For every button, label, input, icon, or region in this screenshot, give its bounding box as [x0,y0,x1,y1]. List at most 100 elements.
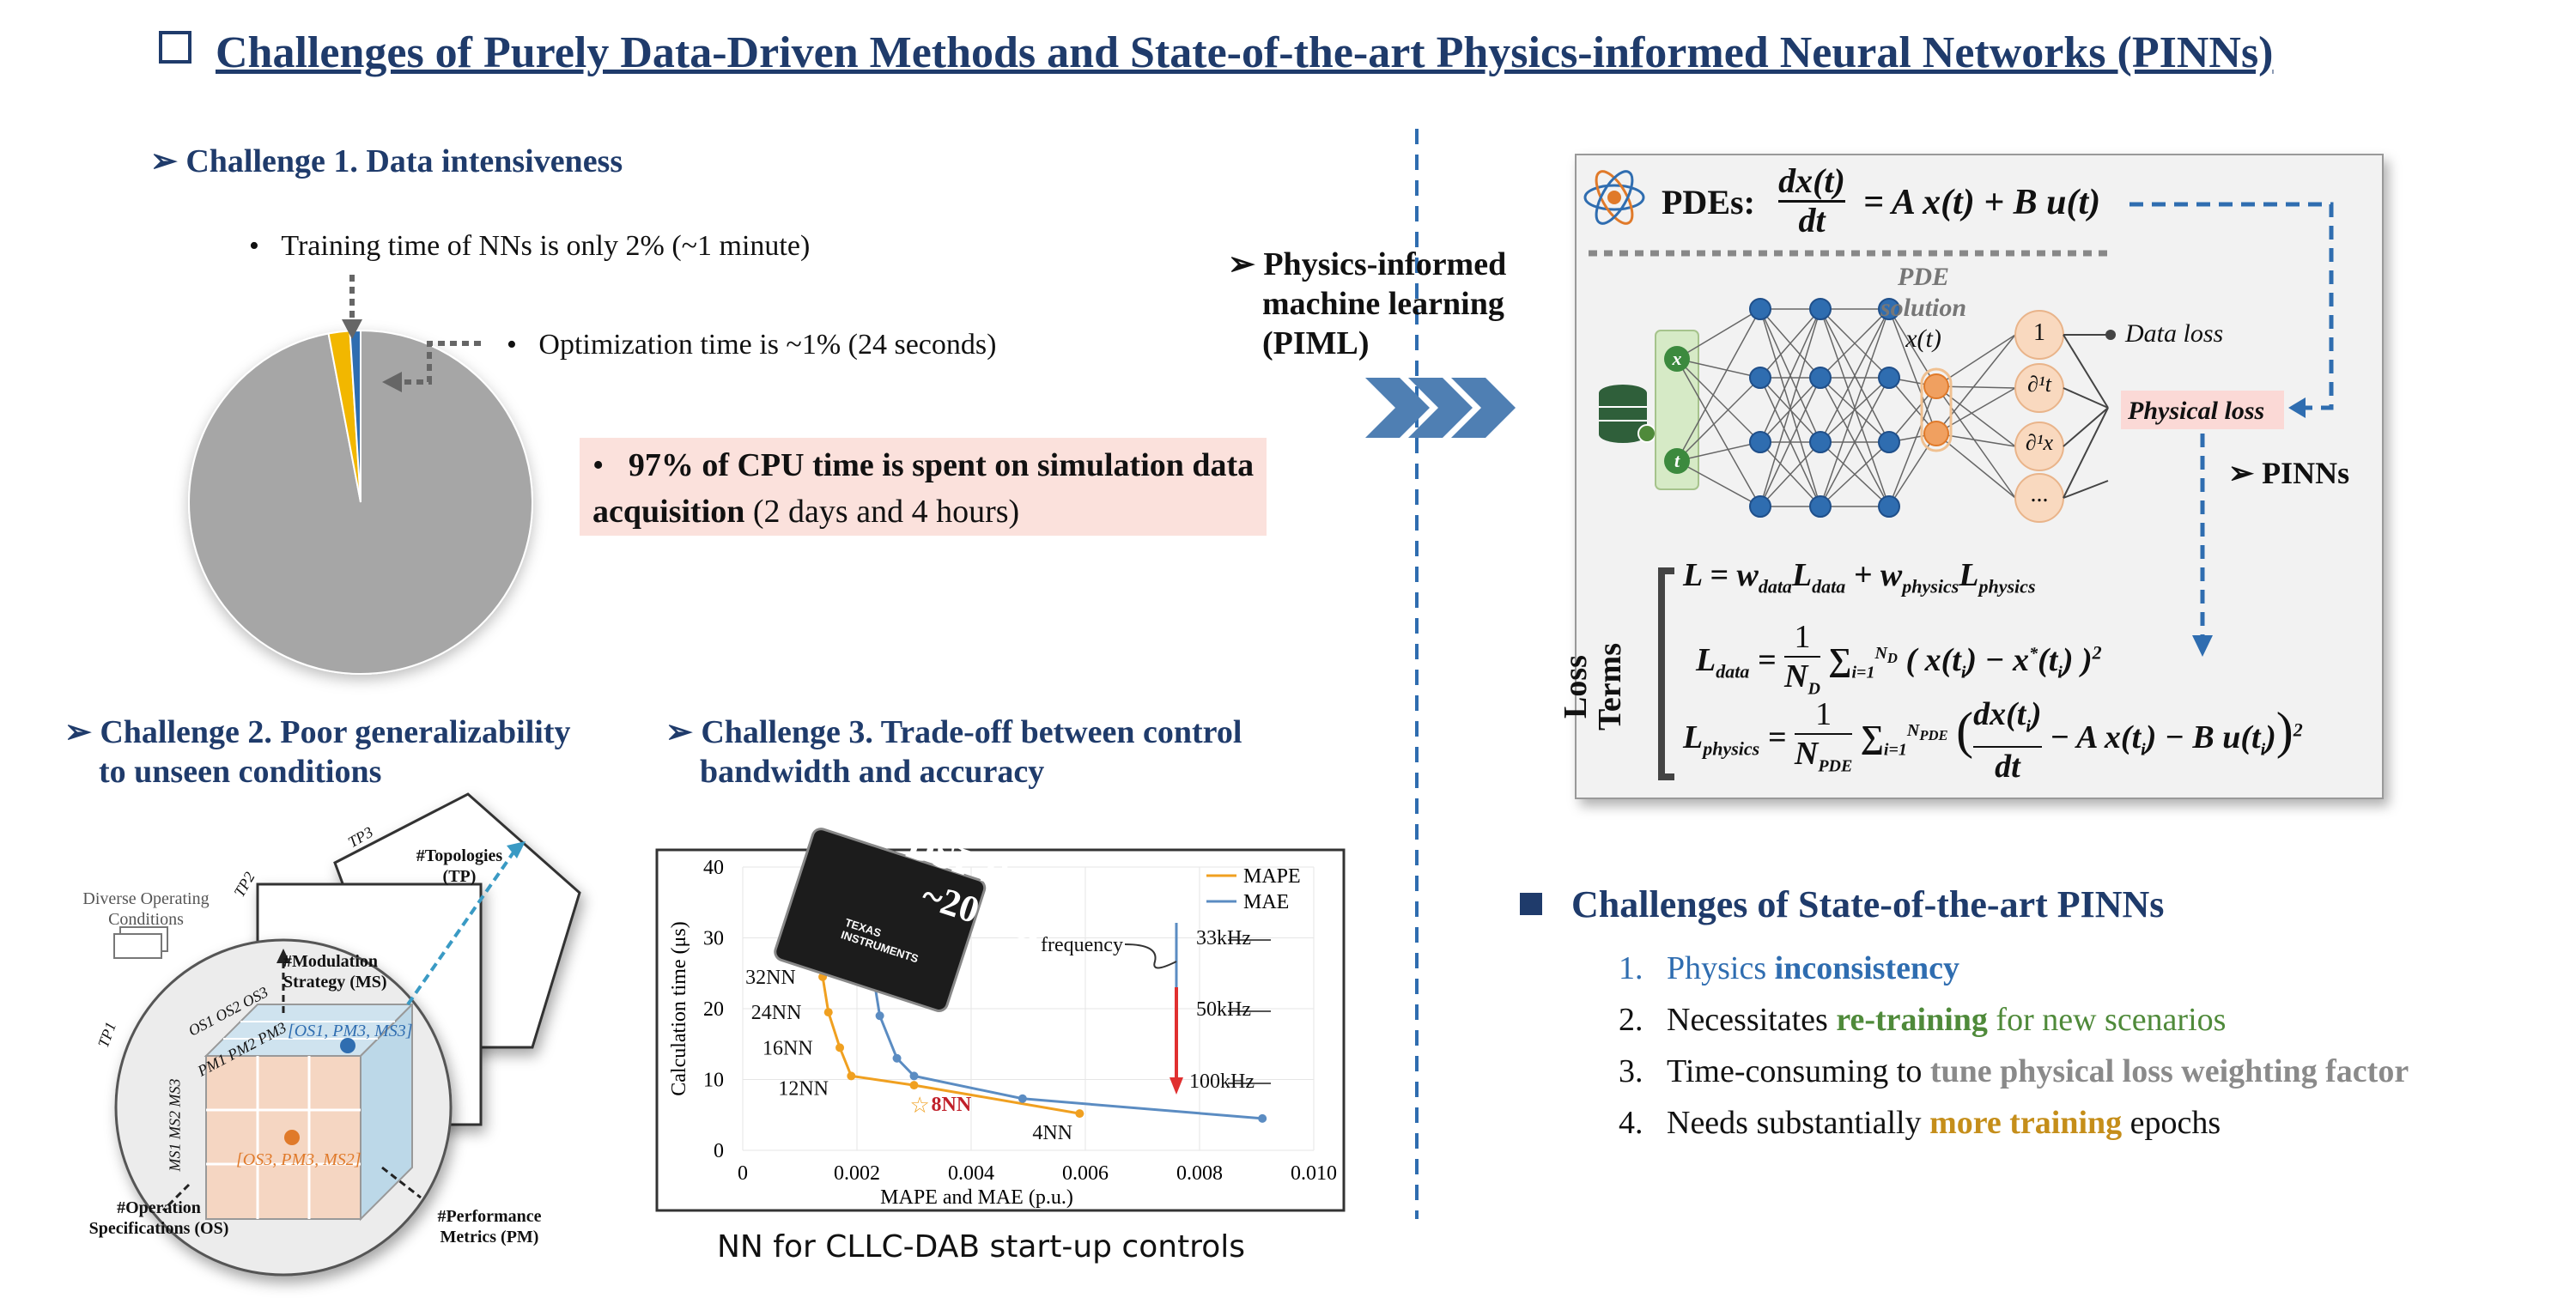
hidden-node [1749,431,1771,453]
point-mae [892,1053,902,1063]
data-loss-label: Data loss [2125,319,2224,348]
freq-33khz: 33kHz [1196,927,1251,949]
nn-edge [1759,377,1821,507]
nn-edge [1676,308,1761,462]
loss-bracket [1658,567,1674,780]
performance-text: #Performance [437,1207,542,1226]
pde-to-loss-arrow [2129,202,2334,410]
list-pre: Time-consuming to [1667,1053,1930,1089]
topologies-text: #Topologies [416,846,503,865]
list-highlight: more training [1929,1105,2123,1141]
list-highlight: re-training [1836,1002,1988,1038]
nn-edge [1676,358,1761,379]
nn-edge [1676,308,1761,360]
modulation-strategy-text: Strategy (MS) [283,973,387,992]
performance-metrics-text: Metrics (PM) [440,1228,539,1246]
y-tick-label: 30 [703,928,724,950]
nn-edge [1935,334,2016,434]
hidden-node [1878,367,1900,389]
operation-text: #Operation [117,1198,201,1217]
pde-solution-var: x(t) [1905,324,1941,353]
loss-terms-line2: Terms [1592,642,1628,731]
bullet-cpu: • 97% of CPU time is spent on simulation… [592,447,1255,530]
modulation-text: #Modulation [283,952,379,971]
list-num: 1. [1619,950,1643,986]
physical-loss-box [2121,391,2284,429]
bullet-optimization-text: Optimization time is ~1% (24 seconds) [538,329,997,361]
output-dx-label: ∂¹x [2025,430,2054,455]
point-mae [875,1011,884,1021]
list-post: for new scenarios [1987,1002,2227,1038]
nn-edge [1820,308,1890,379]
bullet-training-text: Training time of NNs is only 2% (~1 minu… [281,230,811,262]
bullet-optimization: • Optimization time is ~1% (24 seconds) [507,329,997,361]
frequency-arrowhead [1170,1077,1183,1095]
hidden-node [1749,495,1771,518]
pinn-challenges-heading-text: Challenges of State-of-the-art PINNs [1571,883,2165,925]
challenge3-heading-line1: Challenge 3. Trade-off between control [701,714,1242,750]
challenge3-heading-line2: bandwidth and accuracy [700,754,1045,790]
solution-node [1923,421,1949,446]
diverse-conditions-label: Diverse Operating Conditions [82,889,210,929]
pinns-text: PINNs [2262,456,2350,490]
nn-edge [1820,308,1890,507]
list-pre: Physics [1667,950,1775,986]
list-highlight: inconsistency [1774,950,1959,986]
nn-edge [1820,377,1890,507]
input-t-node: t [1664,448,1690,474]
arrow-bullet-icon: ➢ [665,714,702,750]
point-label: 16NN [762,1037,813,1059]
performance-arrow [381,1166,422,1199]
frequency-leader [1124,943,1177,969]
loss-down-arrowhead [2192,635,2213,657]
frequency-label: frequency [1041,934,1123,956]
hidden-node [1809,495,1832,518]
hidden-node [1878,298,1900,320]
pinn-challenges-list: 1.Physics inconsistency 2.Necessitates r… [1619,943,2409,1149]
chart-caption: NN for CLLC-DAB start-up controls [717,1229,1245,1265]
x-tick-label: 0.006 [1062,1162,1109,1185]
nn-edge [1888,385,1937,507]
page-title: Challenges of Purely Data-Driven Methods… [159,27,2274,78]
training-pointer-arrowhead [342,319,362,339]
nn-edge [1935,433,2016,447]
pdes-label: PDEs: [1662,183,1755,221]
arrow-bullet-icon: ➢ [2228,456,2263,490]
nn-edge [1935,385,2016,499]
nn-nodes [1749,298,1953,518]
list-num: 2. [1619,1002,1643,1038]
point-label: 32NN [745,967,796,989]
topology-arrowhead [507,841,526,858]
list-post: epochs [2122,1105,2221,1141]
pde-to-loss-arrowhead [2288,397,2306,418]
loss-total-equation: L = wdataLdata + wphysicsLphysics [1683,557,2036,597]
piml-line2: machine learning [1262,286,1504,322]
hidden-node [1878,431,1900,453]
x-tick-label: 0.004 [948,1162,994,1185]
challenge2-heading-line2: to unseen conditions [99,754,382,790]
point-mae [1018,1094,1027,1103]
bullet-cpu-bold: 97% of CPU time is spent on simulation d… [592,447,1255,530]
square-bullet-icon [1520,893,1542,915]
y-tick-label: 10 [703,1070,724,1092]
challenge2-heading-line1: Challenge 2. Poor generalizability [100,714,571,750]
operation-arrow [161,1183,191,1212]
point-mape [1075,1109,1084,1119]
nn-edge [1759,441,1821,507]
output-nodes [2014,310,2064,523]
combo2-label: [OS3, PM3, MS2] [236,1150,361,1169]
piml-line3: (PIML) [1262,325,1370,361]
nn-edge [1888,308,1937,387]
hidden-node [1878,495,1900,518]
topologies-abbr: (TP) [442,867,477,886]
condition-cube [204,1002,415,1222]
pde-solution-line2: solution [1880,294,1967,322]
topologies-label: #Topologies (TP) [395,846,524,887]
